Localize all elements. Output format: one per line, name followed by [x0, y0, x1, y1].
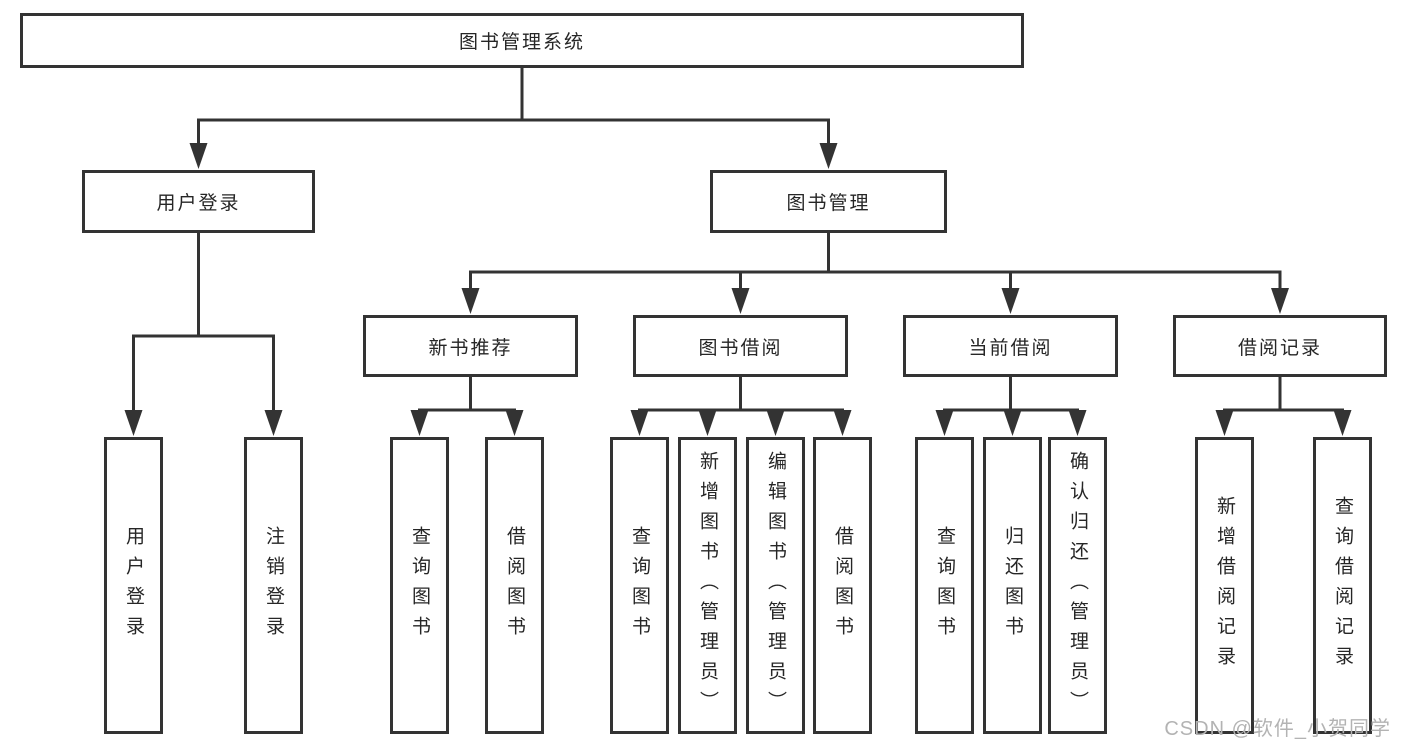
- arrowhead-icon: [1003, 410, 1022, 436]
- node-new-book-recommend: 新书推荐: [363, 315, 578, 377]
- leaf-query-borrow-record: 查询借阅记录: [1313, 437, 1372, 734]
- leaf-logout: 注销登录: [244, 437, 303, 734]
- arrowhead-icon: [410, 410, 429, 436]
- arrowhead-icon: [461, 288, 480, 314]
- leaf-add-books-admin: 新增图书（管理员）: [678, 437, 737, 734]
- arrowhead-icon: [264, 410, 283, 436]
- arrowhead-icon: [630, 410, 649, 436]
- node-current-borrow: 当前借阅: [903, 315, 1118, 377]
- arrowhead-icon: [766, 410, 785, 436]
- connector-user-login-children: [124, 233, 283, 436]
- arrowhead-icon: [731, 288, 750, 314]
- leaf-edit-books-admin: 编辑图书（管理员）: [746, 437, 805, 734]
- arrowhead-icon: [819, 143, 838, 169]
- arrowhead-icon: [505, 410, 524, 436]
- leaf-confirm-return-admin: 确认归还（管理员）: [1048, 437, 1107, 734]
- csdn-watermark: CSDN @软件_小贺同学: [1164, 718, 1391, 740]
- leaf-query-books-borrow: 查询图书: [610, 437, 669, 734]
- connector-borrow-record-children: [1215, 377, 1352, 436]
- leaf-borrow-books: 借阅图书: [813, 437, 872, 734]
- node-borrow-record: 借阅记录: [1173, 315, 1387, 377]
- node-book-borrow: 图书借阅: [633, 315, 848, 377]
- arrowhead-icon: [189, 143, 208, 169]
- connector-current-borrow-children: [935, 377, 1087, 436]
- arrowhead-icon: [833, 410, 852, 436]
- connector-book-management-children: [461, 233, 1289, 314]
- arrowhead-icon: [1215, 410, 1234, 436]
- arrowhead-icon: [124, 410, 143, 436]
- connector-root-to-level2: [189, 68, 838, 169]
- connector-new-book-recommend-children: [410, 377, 524, 436]
- arrowhead-icon: [1271, 288, 1289, 314]
- node-root-library-system: 图书管理系统: [20, 13, 1024, 68]
- leaf-query-books-current: 查询图书: [915, 437, 974, 734]
- arrowhead-icon: [935, 410, 954, 436]
- leaf-user-login: 用户登录: [104, 437, 163, 734]
- node-user-login: 用户登录: [82, 170, 315, 233]
- arrowhead-icon: [698, 410, 717, 436]
- arrowhead-icon: [1001, 288, 1020, 314]
- leaf-return-books: 归还图书: [983, 437, 1042, 734]
- arrowhead-icon: [1333, 410, 1352, 436]
- arrowhead-icon: [1068, 410, 1087, 436]
- leaf-add-borrow-record: 新增借阅记录: [1195, 437, 1254, 734]
- leaf-borrow-books-recommend: 借阅图书: [485, 437, 544, 734]
- node-book-management: 图书管理: [710, 170, 947, 233]
- connector-book-borrow-children: [630, 377, 852, 436]
- leaf-query-books-recommend: 查询图书: [390, 437, 449, 734]
